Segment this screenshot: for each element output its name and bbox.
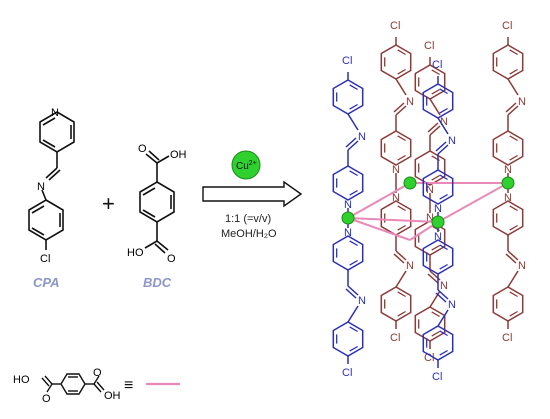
blue-ligand-top-left: N N Cl [332,55,366,218]
bdc-bottom-ho-label: HO [127,247,144,259]
blue-ligand-top-left-cl-label: Cl [342,55,352,67]
brown-ligand-bottom-right-py-n-label: N [504,192,512,204]
legend-right-o-label: O [93,367,102,379]
bdc-linker-line-4 [347,217,411,241]
blue-ligand-top-left-imine-n-label: N [358,131,366,143]
bdc-top-o-label: O [138,143,147,155]
legend-ho-label: HO [13,374,30,386]
bdc-linker-line-1 [347,217,439,223]
cu-node-3 [501,176,515,190]
brown-ligand-top-mid-cl-label: Cl [424,40,434,52]
blue-ligand-bottom-left-cl-label: Cl [342,367,352,379]
brown-ligand-top-mid-imine-n-label: N [440,116,448,128]
brown-ligand-top-right-cl-label: Cl [502,20,512,32]
cpa-imine-n-label: N [37,181,45,193]
cpa-cl-label: Cl [40,253,50,265]
blue-ligand-bottom-left: N N Cl [332,218,366,379]
cu-node-2 [431,215,445,229]
bdc-caption: BDC [143,275,172,290]
blue-ligand-bottom-left-pyridine [332,235,364,271]
condition-ratio: 1:1 (=v/v) [225,213,271,225]
blue-ligand-bottom-right-py-n-label: N [434,231,442,243]
cu-symbol: Cu2+ [236,160,257,172]
legend-equiv-symbol: ≡ [124,377,133,394]
cpa-ring-n-label: N [51,107,59,119]
bdc-molecule [139,150,175,254]
cu-ion-sphere [231,150,261,180]
brown-ligand-top-mid-py-n-label: N [426,184,434,196]
brown-ligand-top-right: N N Cl [492,20,526,183]
blue-ligand-top-left-phenyl [332,79,364,115]
cu-node-1 [403,176,417,190]
brown-ligand-top-left-phenyl [380,44,412,80]
brown-ligand-top-mid-pyridine [414,150,446,186]
brown-ligand-top-right-pyridine [492,130,524,166]
bdc-linker-line-0 [347,182,411,219]
brown-ligand-bottom-left-py-n-label: N [392,192,400,204]
blue-ligand-bottom-right-imine-n-label: N [448,299,456,311]
brown-ligand-top-left: N N Cl [380,20,414,183]
cu-node-0 [341,211,355,225]
legend-oh-label: OH [104,390,121,402]
brown-ligand-top-right-py-n-label: N [504,164,512,176]
brown-ligand-bottom-mid-phenyl [414,306,446,342]
blue-ligand-top-right-py-n-label: N [434,203,442,215]
brown-ligand-bottom-left: N N Cl [380,183,414,344]
blue-ligand-top-right-phenyl [422,83,454,119]
brown-ligand-bottom-left-cl-label: Cl [390,332,400,344]
legend-left-o-label: O [42,393,51,405]
bdc-bottom-o-label: O [167,253,176,265]
brown-ligand-bottom-right: N N Cl [492,183,526,344]
blue-ligand-bottom-right-cl-label: Cl [432,371,442,383]
brown-ligand-bottom-mid-imine-n-label: N [440,280,448,292]
brown-ligand-bottom-left-imine-n-label: N [406,260,414,272]
brown-ligand-top-right-phenyl [492,44,524,80]
legend-bdc-linker [41,373,105,395]
brown-ligand-top-left-imine-n-label: N [406,96,414,108]
brown-ligand-bottom-mid-py-n-label: N [426,212,434,224]
brown-ligand-top-left-pyridine [380,130,412,166]
bdc-top-oh-label: OH [170,149,187,161]
brown-ligand-bottom-right-imine-n-label: N [518,260,526,272]
reaction-arrow [202,180,303,208]
blue-ligand-top-right-cl-label: Cl [432,59,442,71]
brown-ligand-bottom-right-pyridine [492,200,524,236]
brown-ligand-top-right-imine-n-label: N [518,96,526,108]
blue-ligand-bottom-right-pyridine [422,239,454,275]
brown-ligand-top-mid-phenyl [414,64,446,100]
blue-ligand-bottom-left-py-n-label: N [344,227,352,239]
brown-ligand-top-mid: N N Cl [414,40,448,203]
brown-ligand-bottom-left-phenyl [380,286,412,322]
blue-ligand-top-right-imine-n-label: N [448,135,456,147]
plus-sign: + [102,191,115,216]
brown-ligand-bottom-left-pyridine [380,200,412,236]
blue-ligand-top-left-py-n-label: N [344,199,352,211]
blue-ligand-bottom-left-phenyl [332,321,364,357]
brown-ligand-bottom-right-cl-label: Cl [502,332,512,344]
cpa-molecule [28,111,75,250]
cpa-caption: CPA [33,275,59,290]
blue-ligand-top-left-pyridine [332,165,364,201]
blue-ligand-bottom-left-imine-n-label: N [358,295,366,307]
blue-ligand-bottom-right-phenyl [422,325,454,361]
brown-ligand-bottom-right-phenyl [492,286,524,322]
brown-ligand-top-left-cl-label: Cl [390,20,400,32]
brown-ligand-top-left-py-n-label: N [392,164,400,176]
brown-ligand-bottom-mid-cl-label: Cl [424,352,434,364]
condition-solvent: MeOH/H₂O [221,228,277,240]
blue-ligand-top-right-pyridine [422,169,454,205]
bdc-linker-line-3 [437,182,509,223]
